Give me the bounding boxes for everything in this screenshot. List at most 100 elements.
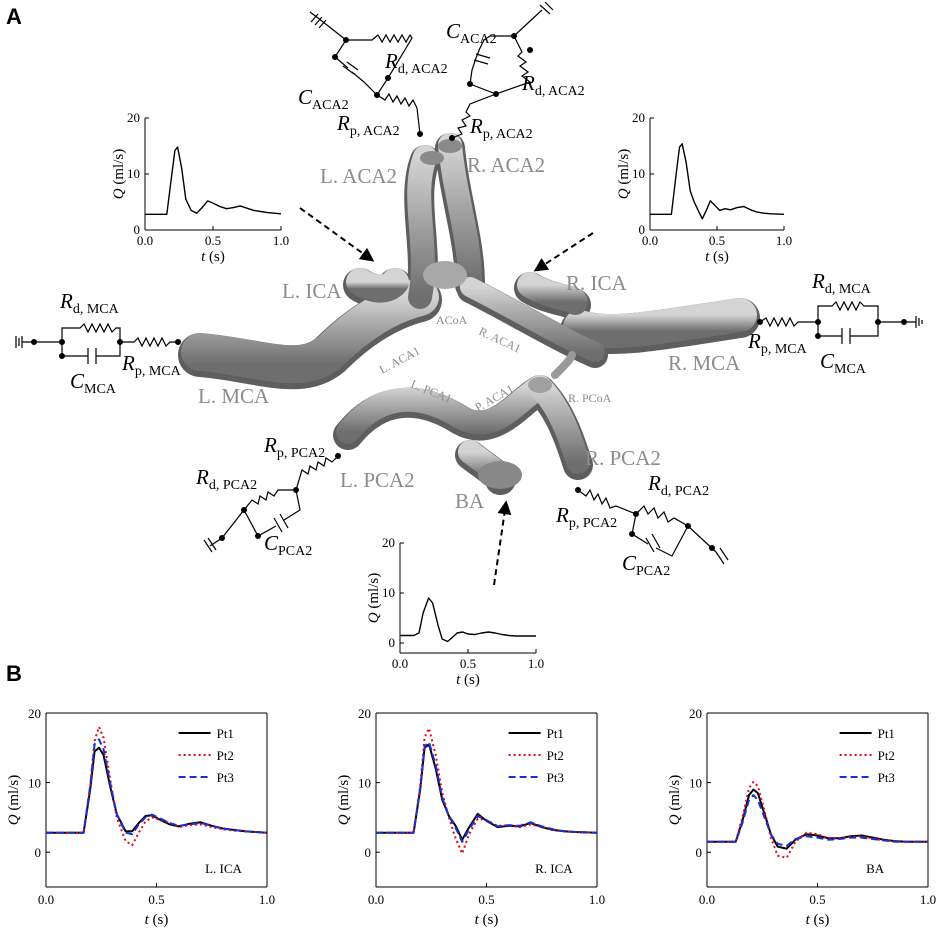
label-rd-r-pca2: Rd, PCA2 <box>647 471 709 499</box>
y-tick-label: 20 <box>127 110 140 125</box>
x-axis-unit: (s) <box>149 912 169 928</box>
y-axis-symbol: Q <box>6 814 22 825</box>
circuit-r-mca <box>756 300 923 344</box>
y-tick-label: 0 <box>365 845 372 860</box>
vessel-label-l-pca2: L. PCA2 <box>340 468 415 492</box>
x-axis-symbol: t <box>475 912 480 928</box>
x-axis-label: t (s) <box>475 912 499 928</box>
y-tick-label: 20 <box>632 110 645 125</box>
y-tick-label: 0 <box>389 635 396 650</box>
x-tick-label: 1.0 <box>920 892 936 907</box>
x-axis-label: t (s) <box>145 912 169 928</box>
label-c-r-mca: CMCA <box>820 349 867 377</box>
label-rp-r-aca2: Rp, ACA2 <box>469 114 533 142</box>
arrow-left-ica <box>299 207 375 262</box>
y-axis-unit: (ml/s) <box>336 775 352 815</box>
circuit-l-mca <box>15 322 182 364</box>
label-rd-l-aca2: Rd, ACA2 <box>384 49 448 77</box>
label-c-l-pca2: CPCA2 <box>264 531 312 559</box>
y-tick-label: 0 <box>696 845 703 860</box>
flow-charts: 0.0 0.5 1.0 0 10 20 t (s) Q (ml/s) 0.0 0.5 1.0 0 10 2… <box>6 110 936 928</box>
label-rp-l-aca2: Rp, ACA2 <box>336 111 400 139</box>
x-axis-symbol: t <box>456 672 461 688</box>
x-tick-label: 1.0 <box>528 656 544 671</box>
x-tick-label: 0.5 <box>809 892 825 907</box>
label-rp-l-mca: Rp, MCA <box>121 351 182 379</box>
vessel-label-r-aca2: R. ACA2 <box>467 153 545 177</box>
x-tick-label: 1.0 <box>273 233 289 248</box>
cerebral-vessel-geometry <box>178 133 760 495</box>
x-tick-label: 0.5 <box>460 656 476 671</box>
x-tick-label: 1.0 <box>259 892 275 907</box>
arrow-right-ica <box>533 232 594 272</box>
y-axis-label: Q (ml/s) <box>111 149 127 199</box>
legend-label-pt2: Pt2 <box>547 748 564 763</box>
y-axis-label: Q (ml/s) <box>336 775 352 825</box>
y-axis-label: Q (ml/s) <box>6 775 22 825</box>
x-tick-label: 0.0 <box>38 892 54 907</box>
y-tick-label: 0 <box>35 845 42 860</box>
x-axis-symbol: t <box>705 249 710 265</box>
vessel-label-r-mca: R. MCA <box>668 351 741 375</box>
arrow-ba <box>493 500 512 586</box>
series-line-pt1 <box>707 788 928 850</box>
y-axis-symbol: Q <box>336 814 352 825</box>
x-axis-label: t (s) <box>456 672 480 688</box>
series-line-pt3 <box>707 794 928 847</box>
vessel-label-ba: BA <box>455 489 485 513</box>
x-axis-symbol: t <box>201 249 206 265</box>
y-axis-unit: (ml/s) <box>667 775 683 815</box>
series-line-flow <box>400 597 536 643</box>
x-tick-label: 0.0 <box>392 656 408 671</box>
circuit-r-pca2 <box>574 487 729 565</box>
panel-label-b: B <box>6 661 22 686</box>
x-tick-label: 0.0 <box>137 233 153 248</box>
x-axis-label: t (s) <box>806 912 830 928</box>
y-tick-label: 10 <box>382 585 395 600</box>
x-tick-label: 0.0 <box>368 892 384 907</box>
label-rd-r-aca2: Rd, ACA2 <box>521 71 585 99</box>
y-axis-label: Q (ml/s) <box>616 149 632 199</box>
y-axis-unit: (ml/s) <box>616 149 632 189</box>
x-tick-label: 0.0 <box>699 892 715 907</box>
vessel-label-l-ica: L. ICA <box>282 279 342 303</box>
vessel-label-l-aca2: L. ACA2 <box>320 164 397 188</box>
vessel-label-r-ica: R. ICA <box>566 271 628 295</box>
vessel-label-l-mca: L. MCA <box>198 384 270 408</box>
x-axis-symbol: t <box>145 912 150 928</box>
label-rp-r-mca: Rp, MCA <box>747 329 808 357</box>
x-tick-label: 0.5 <box>148 892 164 907</box>
legend-label-pt1: Pt1 <box>878 726 895 741</box>
chart-annotation: R. ICA <box>535 861 573 876</box>
x-tick-label: 0.5 <box>205 233 221 248</box>
y-tick-label: 0 <box>639 222 646 237</box>
label-rd-l-pca2: Rd, PCA2 <box>195 465 257 493</box>
y-tick-label: 10 <box>28 776 41 791</box>
y-axis-symbol: Q <box>366 612 382 623</box>
y-tick-label: 20 <box>28 706 41 721</box>
legend-label-pt3: Pt3 <box>217 770 234 785</box>
series-line-pt2 <box>46 725 268 847</box>
y-tick-label: 10 <box>127 166 140 181</box>
x-tick-label: 0.5 <box>709 233 725 248</box>
vessel-label-acoa: ACoA <box>436 313 468 327</box>
legend-label-pt2: Pt2 <box>217 748 234 763</box>
vessel-label-r-pca2: R. PCA2 <box>585 446 661 470</box>
series-line-flow <box>650 143 785 220</box>
legend-label-pt1: Pt1 <box>217 726 234 741</box>
x-axis-symbol: t <box>806 912 811 928</box>
x-tick-label: 1.0 <box>589 892 605 907</box>
circuit-l-aca2 <box>309 11 424 138</box>
label-c-l-aca2: CACA2 <box>298 85 349 113</box>
y-tick-label: 10 <box>689 776 702 791</box>
y-axis-symbol: Q <box>616 188 632 199</box>
inflow-arrows <box>299 207 594 586</box>
vessel-label-r-pcoa: R. PCoA <box>568 391 612 405</box>
x-axis-label: t (s) <box>705 249 729 265</box>
chart-annotation: BA <box>866 861 885 876</box>
y-axis-symbol: Q <box>667 814 683 825</box>
